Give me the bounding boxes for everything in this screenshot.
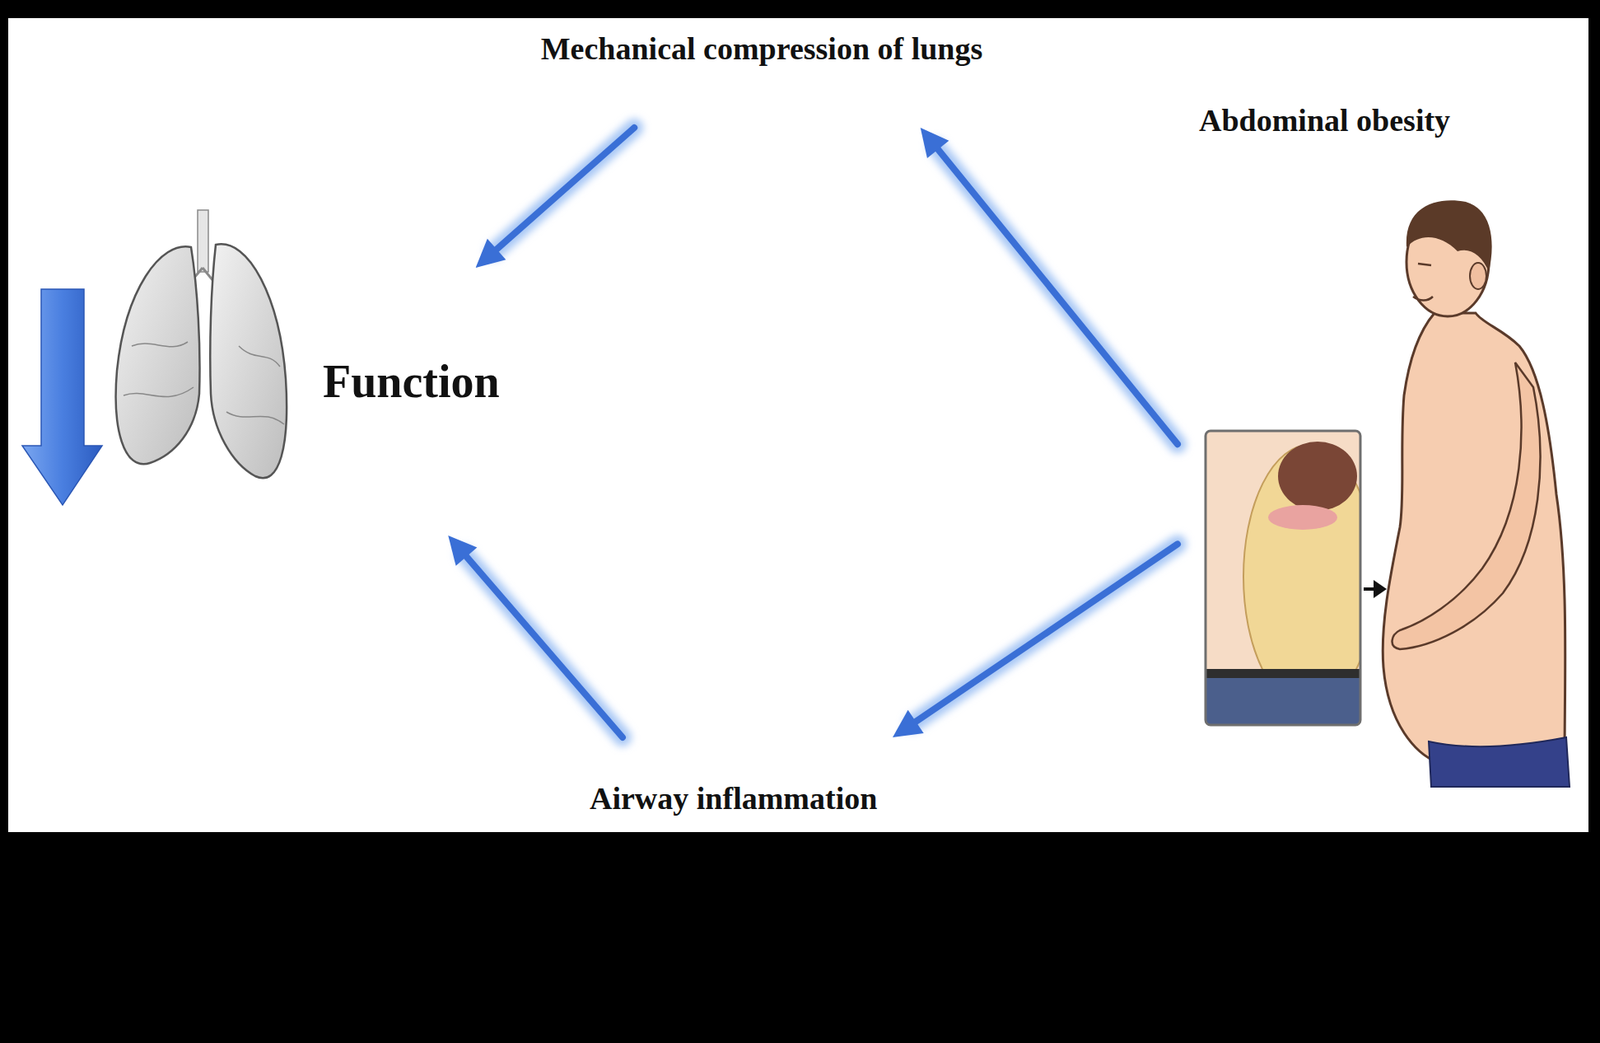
diagram-node: Abdominal obesity xyxy=(1177,90,1582,799)
connector-arrow xyxy=(447,535,623,738)
man-pants xyxy=(1428,737,1570,787)
connector-line xyxy=(913,543,1178,724)
inset-pointer-head xyxy=(1373,579,1387,598)
arrow-head xyxy=(920,127,950,159)
liver xyxy=(1278,441,1358,511)
jeans xyxy=(1205,677,1361,725)
connector-line xyxy=(494,127,635,252)
connector-glow xyxy=(464,554,623,738)
belt xyxy=(1205,668,1361,678)
diagram-node: Mechanical compression of lungs xyxy=(461,20,1063,128)
diagram-node: Airway inflammation xyxy=(576,737,906,824)
man-hair xyxy=(1406,200,1493,272)
connector-arrow xyxy=(892,543,1178,738)
connector-arrow xyxy=(475,127,635,268)
stomach xyxy=(1268,504,1338,530)
connector-arrow xyxy=(920,127,1178,444)
man-arm xyxy=(1392,362,1541,649)
arrow-head xyxy=(475,238,507,268)
connector-line xyxy=(464,554,623,738)
left-lung xyxy=(116,246,201,464)
arrow-head xyxy=(447,535,477,566)
man-ear xyxy=(1469,262,1487,290)
trachea xyxy=(197,209,209,272)
decrease-arrow xyxy=(22,289,103,505)
node-label: Function xyxy=(322,354,500,410)
lung-veins xyxy=(123,341,285,425)
man-body xyxy=(1382,312,1566,762)
inset-anatomy xyxy=(1205,430,1361,725)
connector-line xyxy=(936,146,1178,444)
connector-glow xyxy=(936,146,1178,444)
inset-pointer-line xyxy=(1363,587,1376,591)
inset-frame xyxy=(1205,430,1361,725)
diagram-node: Function xyxy=(312,267,517,536)
node-label: Mechanical compression of lungs xyxy=(541,30,984,69)
node-label: Airway inflammation xyxy=(589,779,877,818)
arrow-head xyxy=(892,709,924,738)
connector-glow xyxy=(913,543,1178,724)
man-face xyxy=(1413,263,1433,301)
connector-glow xyxy=(494,127,635,252)
node-label: Abdominal obesity xyxy=(1198,102,1451,140)
